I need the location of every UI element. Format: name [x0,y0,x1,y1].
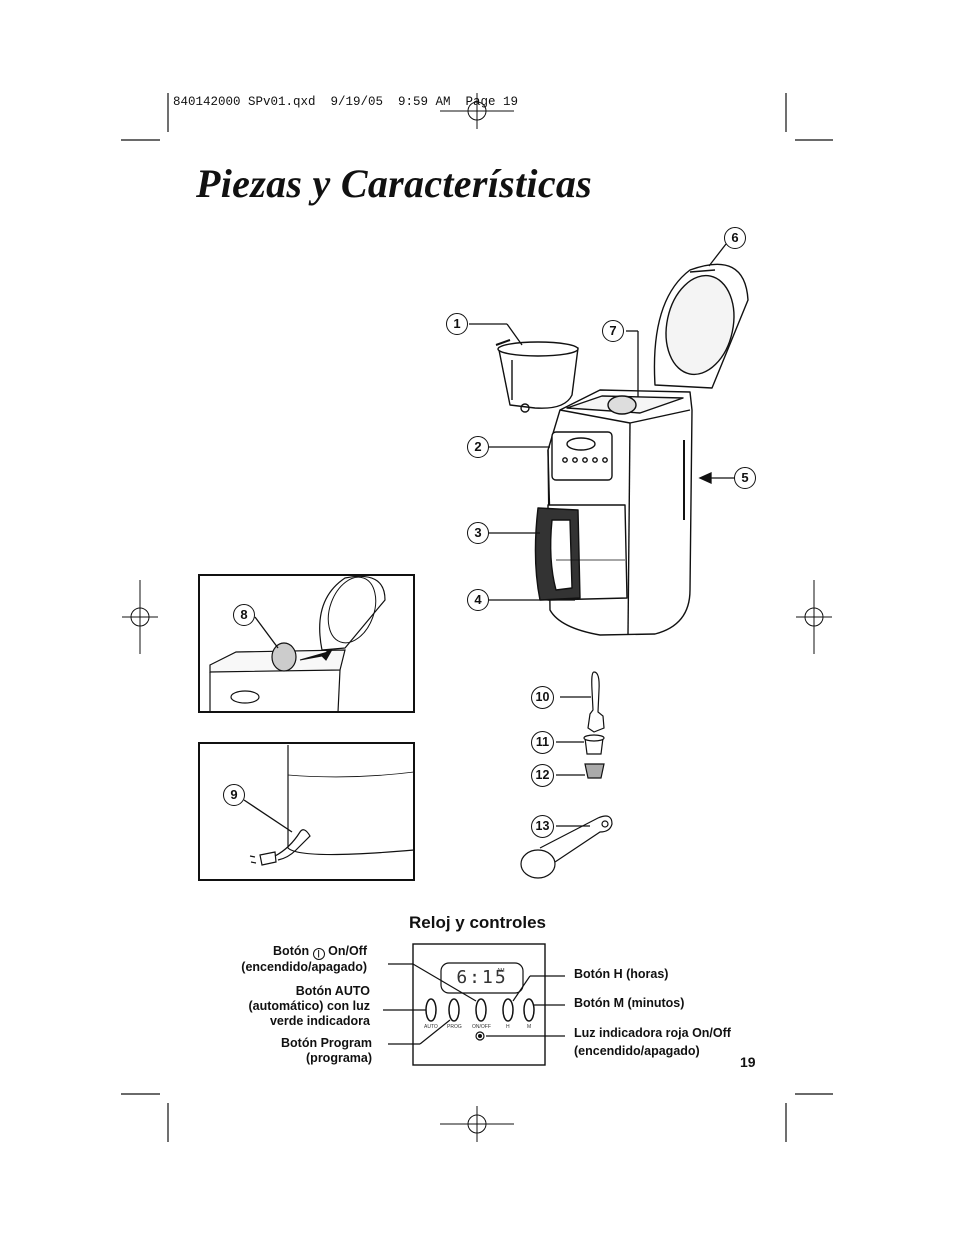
onoff-label: Botón | On/Off (encendido/apagado) [241,944,367,974]
coffee-maker-illustration [495,263,749,636]
registration-target-left [122,580,158,654]
callout-1: 1 [446,313,468,335]
callout-5: 5 [734,467,756,489]
leader-lines [469,243,736,601]
page-number: 19 [740,1054,756,1070]
m-button-label: Botón M (minutos) [574,996,685,1010]
callout-9: 9 [223,784,245,806]
panel-label-auto: AUTO [424,1024,438,1030]
accessories [520,671,613,879]
clock-ampm: AM [497,968,505,974]
callout-3: 3 [467,522,489,544]
registration-target-bottom [440,1106,514,1142]
registration-target-top [440,93,514,129]
inset-power-cord [198,742,415,881]
clock-display: 6:15 [456,967,508,988]
callout-8: 8 [233,604,255,626]
control-leader-lines [383,963,565,1045]
callout-6: 6 [724,227,746,249]
callout-10: 10 [531,686,554,709]
callout-4: 4 [467,589,489,611]
panel-label-onoff: ON/OFF [472,1024,491,1030]
panel-label-prog: PROG [447,1024,462,1030]
callout-7: 7 [602,320,624,342]
registration-target-right [796,580,832,654]
inset-water-lid [198,574,415,713]
red-light-label: Luz indicadora roja On/Off (encendido/ap… [574,1026,731,1058]
callout-12: 12 [531,764,554,787]
callout-2: 2 [467,436,489,458]
controls-heading: Reloj y controles [409,913,546,932]
page-title: Piezas y Características [196,161,593,206]
auto-label: Botón AUTO (automático) con luz verde in… [248,984,370,1028]
callout-13: 13 [531,815,554,838]
file-slug: 840142000 SPv01.qxd 9/19/05 9:59 AM Page… [173,95,519,109]
program-label: Botón Program (programa) [281,1036,372,1065]
h-button-label: Botón H (horas) [574,967,669,981]
crop-marks [121,93,833,1142]
power-icon: | [312,948,325,960]
callout-11: 11 [531,731,554,754]
panel-label-h: H [506,1024,510,1030]
panel-label-m: M [527,1024,532,1030]
